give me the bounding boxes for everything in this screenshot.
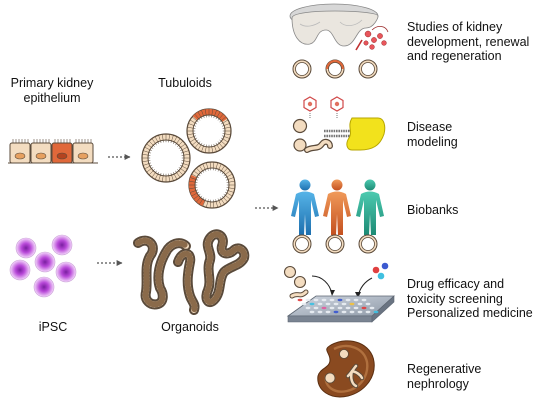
ipsc-cell <box>51 234 73 256</box>
organoids-label: Organoids <box>161 320 219 334</box>
ipsc-cell <box>33 276 55 298</box>
organoids-icon <box>133 229 250 315</box>
tubuloids-icon <box>141 108 236 209</box>
ipsc-label: iPSC <box>38 320 68 334</box>
primary-epithelium-label: Primary kidney epithelium <box>10 76 94 105</box>
ipsc-cell <box>34 251 56 273</box>
human-figure <box>356 179 384 235</box>
ipsc-cell <box>9 259 31 281</box>
dna-mutation-icon <box>292 96 386 153</box>
human-figure <box>323 179 351 235</box>
kidney-transplant-icon <box>317 340 375 398</box>
human-figure <box>291 179 319 235</box>
human-figures-icon <box>291 179 384 235</box>
tubuloids-label: Tubuloids <box>158 76 212 90</box>
kidney-section-icon <box>289 3 389 79</box>
drug-plate-icon <box>283 262 396 323</box>
ipsc-cells-icon <box>9 234 77 298</box>
application-label-biobanks: Biobanks <box>407 203 459 217</box>
application-label-drug-screening: Drug efficacy and toxicity screening Per… <box>407 277 533 320</box>
application-label-regenerative: Regenerative nephrology <box>407 362 482 391</box>
application-label-kidney-studies: Studies of kidney development, renewal a… <box>407 20 530 63</box>
ipsc-cell <box>15 237 37 259</box>
biobank-samples-icon <box>292 234 378 254</box>
ipsc-cell <box>55 261 77 283</box>
epithelium-icon <box>8 139 98 164</box>
application-label-disease-modeling: Disease modeling <box>407 120 458 149</box>
